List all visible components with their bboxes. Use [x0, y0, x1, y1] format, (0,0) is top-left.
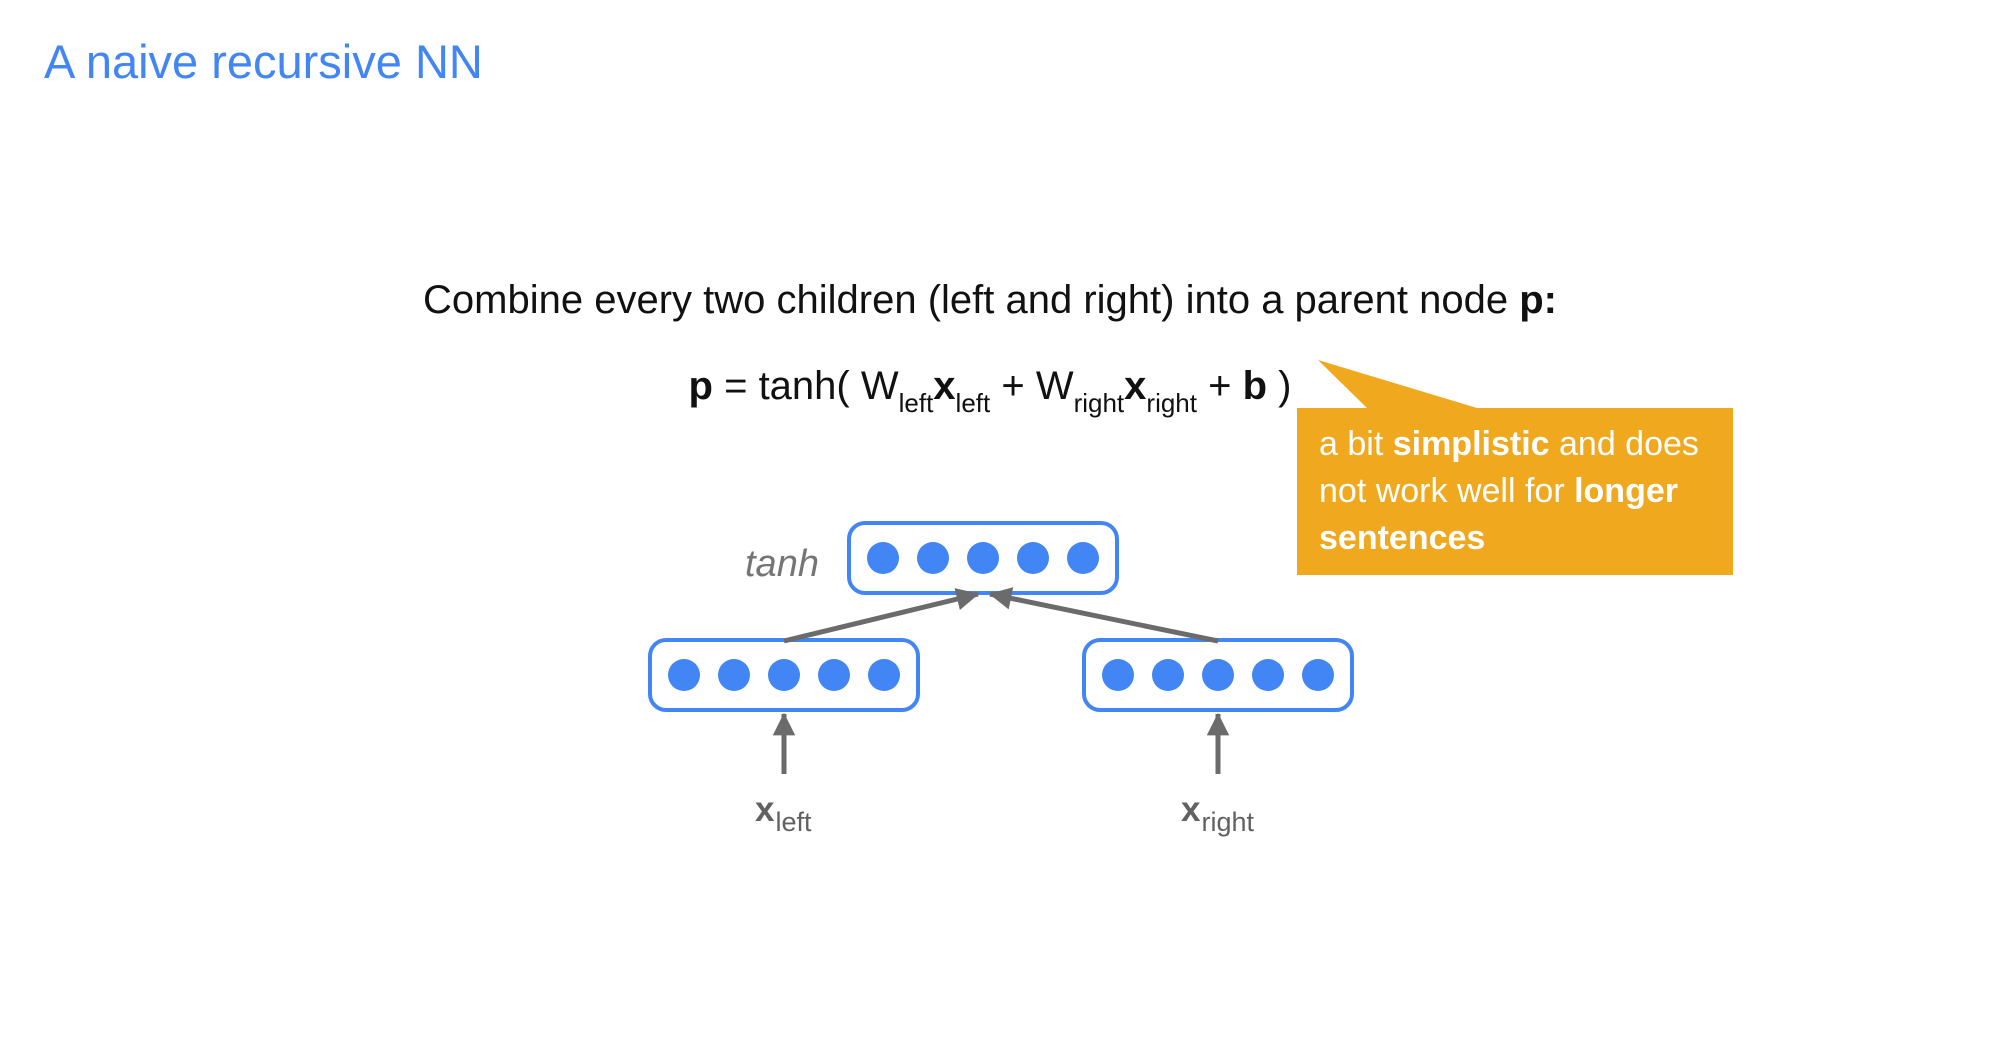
x-left-subscript: left: [775, 807, 812, 837]
formula-eq-tanh: = tanh( W: [712, 364, 899, 408]
left-child-to-parent-arrow: [783, 588, 980, 644]
formula-sub-left: left: [955, 388, 991, 418]
node-units: [668, 542, 1334, 691]
left-child-unit: [768, 659, 800, 691]
right-child-to-parent-arrow: [988, 587, 1219, 644]
right-child-unit: [1202, 659, 1234, 691]
formula-sub-left: left: [898, 388, 934, 418]
slide-title: A naive recursive NN: [44, 35, 483, 88]
x-right-label: xright: [1181, 790, 1254, 836]
formula-close-paren: ): [1267, 364, 1292, 408]
right-child-unit: [1102, 659, 1134, 691]
callout-text: and does not work well for: [1319, 425, 1699, 510]
left-child-unit: [718, 659, 750, 691]
formula-sub-right: right: [1146, 388, 1197, 418]
left-child-unit: [818, 659, 850, 691]
left-child-unit: [668, 659, 700, 691]
x-left-base: x: [755, 790, 775, 829]
parent-unit: [1067, 542, 1099, 574]
heading: Combine every two children (left and rig…: [0, 276, 1980, 324]
callout-text-bold: simplistic: [1392, 425, 1550, 463]
formula-x: x: [933, 364, 956, 408]
parent-unit: [967, 542, 999, 574]
parent-unit: [867, 542, 899, 574]
right-child-unit: [1152, 659, 1184, 691]
callout-bubble: a bit simplistic and does not work well …: [1297, 360, 1733, 575]
x-right-base: x: [1181, 790, 1201, 829]
parent-unit: [917, 542, 949, 574]
callout-text-bold: longer sentences: [1319, 472, 1678, 557]
connector-arrows: [772, 587, 1230, 774]
right-child-unit: [1302, 659, 1334, 691]
formula-plus: +: [1196, 364, 1243, 408]
formula-b: b: [1242, 364, 1268, 408]
x-left-label: xleft: [755, 790, 812, 836]
formula-sub-right: right: [1073, 388, 1125, 418]
tanh-activation-label: tanh: [745, 543, 819, 585]
callout-text: a bit: [1319, 425, 1393, 463]
left-child-unit: [868, 659, 900, 691]
x-right-subscript: right: [1201, 807, 1254, 837]
right-child-unit: [1252, 659, 1284, 691]
callout-tail: [1318, 360, 1477, 408]
parent-unit: [1017, 542, 1049, 574]
heading-emphasis: p:: [1519, 278, 1557, 322]
heading-text: Combine every two children (left and rig…: [423, 278, 1520, 322]
parent-node-formula: p = tanh( Wleftxleft + Wrightxright + b …: [0, 362, 1980, 418]
formula-p: p: [688, 364, 713, 408]
formula-x: x: [1124, 364, 1147, 408]
formula-plus-w: + W: [990, 364, 1074, 408]
